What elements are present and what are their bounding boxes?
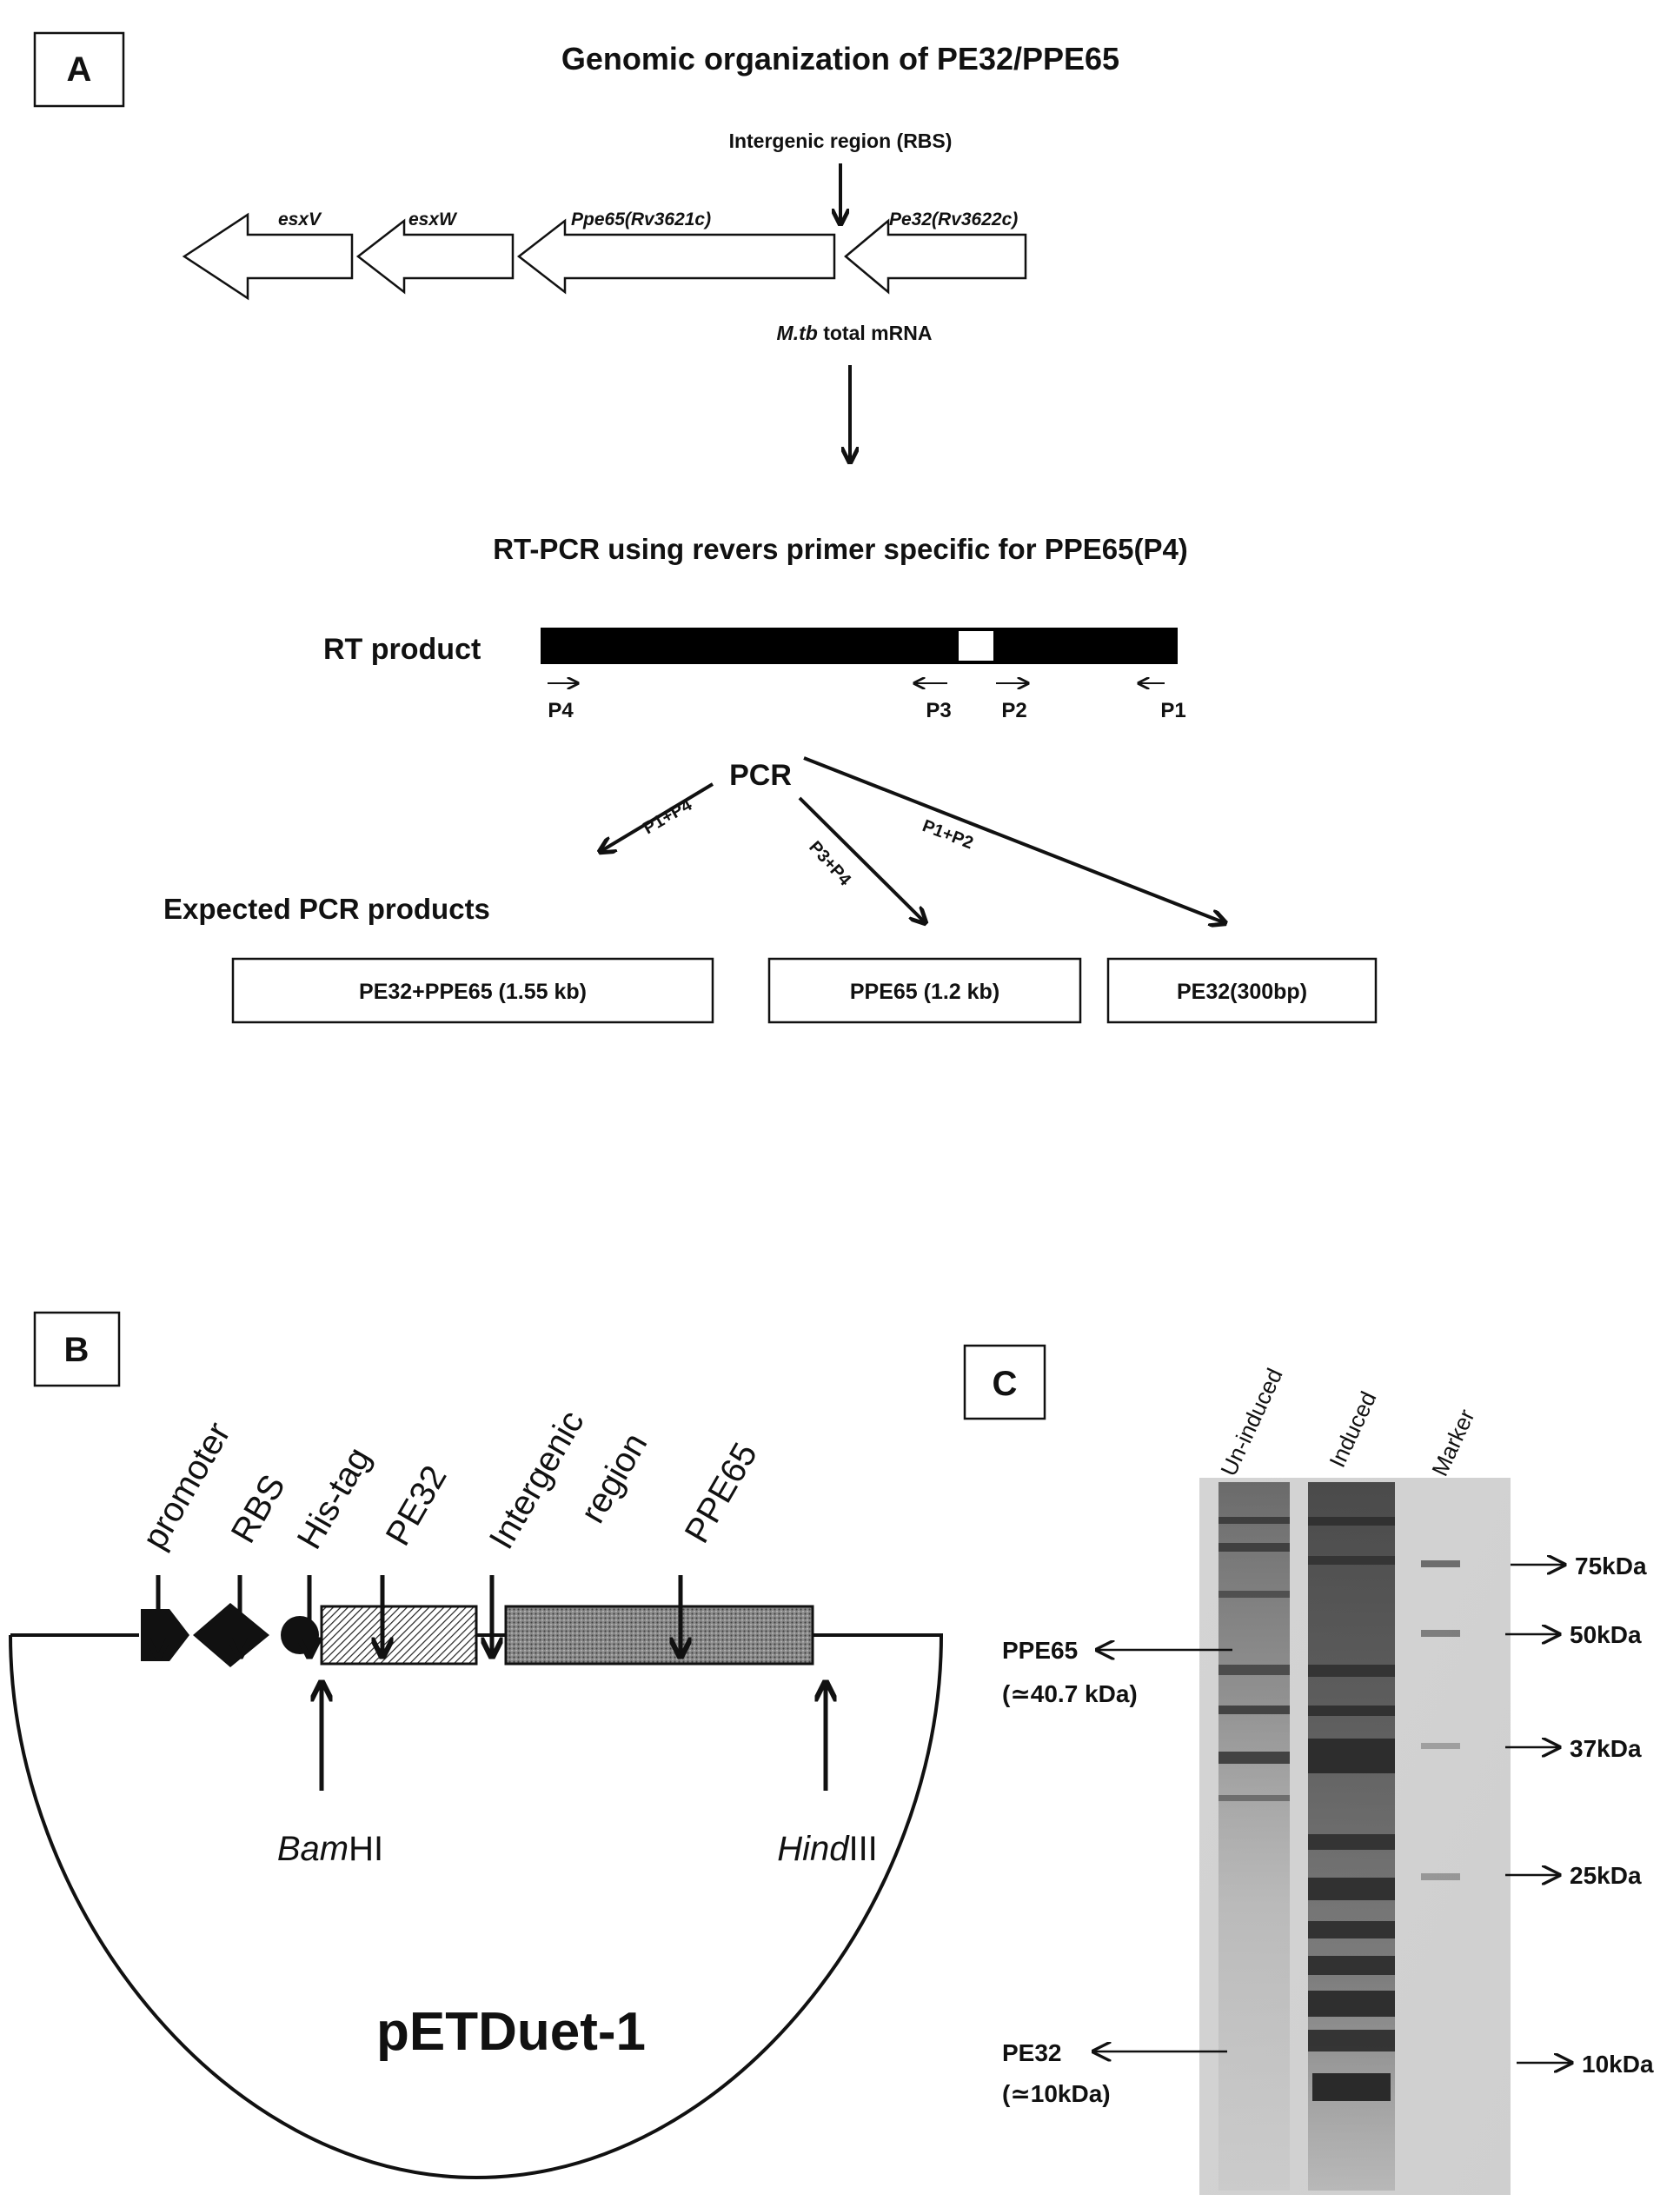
element-label-his-tag: His-tag [290, 1441, 378, 1556]
element-label-rbs: RBS [224, 1468, 293, 1549]
marker-label-10: 10kDa [1582, 2051, 1654, 2078]
rt-product-label: RT product [323, 633, 481, 666]
marker-label-37: 37kDa [1570, 1735, 1642, 1762]
pcr-arrow-pe32 [803, 756, 1225, 923]
rt-product-bar [541, 628, 1178, 664]
product-box-ppe65 [767, 957, 1082, 1024]
primer-label-p2: P2 [1001, 699, 1026, 722]
gene-label-esxw: esxW [408, 209, 458, 229]
element-label-intergenic: Intergenic [482, 1404, 592, 1555]
gene-label-esxv: esxV [278, 209, 322, 229]
plasmid-outline [9, 1633, 944, 2180]
panel-a: A Genomic organization of PE32/PPE65 Int… [33, 31, 1378, 1024]
panel-a-title: Genomic organization of PE32/PPE65 [561, 41, 1119, 76]
intergenic-region-label: Intergenic region (RBS) [729, 130, 953, 152]
product-box-pe32 [1106, 957, 1378, 1024]
pcr-label: PCR [729, 759, 792, 792]
primer-label-p4: P4 [548, 699, 574, 722]
panel-c-label-box [963, 1344, 1046, 1420]
product-label-ppe65: PPE65 (1.2 kb) [850, 980, 999, 1004]
marker-label-50: 50kDa [1570, 1621, 1642, 1648]
site-label-bamhi: BamHI [277, 1830, 383, 1868]
primer-label-p3: P3 [926, 699, 951, 722]
element-label-ppe65: PPE65 [678, 1437, 765, 1550]
promoter-shape [141, 1609, 189, 1661]
panel-b-label-box [33, 1311, 121, 1387]
product-label-combined: PE32+PPE65 (1.55 kb) [359, 980, 587, 1004]
marker-label-75: 75kDa [1575, 1553, 1647, 1579]
mtb-mrna-label: M.tb total mRNA [777, 322, 933, 344]
element-label-promoter: promoter [136, 1416, 238, 1556]
protein-label-pe32: PE32 [1002, 2039, 1062, 2066]
protein-label-ppe65: PPE65 [1002, 1637, 1078, 1664]
panel-c: C Un-induced Induced Marker [963, 1344, 1654, 2195]
panel-c-label: C [993, 1365, 1018, 1403]
pe32-box [320, 1605, 478, 1666]
site-label-hindiii: HindIII [777, 1830, 878, 1868]
element-label-pe32: PE32 [379, 1460, 455, 1553]
ppe65-box [504, 1605, 814, 1666]
protein-size-ppe65: (≃40.7 kDa) [1002, 1680, 1138, 1707]
pcr-arrow-ppe65 [798, 796, 926, 923]
panel-b-label: B [64, 1331, 90, 1369]
his-tag-circle [281, 1616, 319, 1654]
rbs-diamond [193, 1603, 269, 1667]
panel-a-label-box [33, 31, 125, 108]
gene-arrow-esxv [182, 212, 354, 301]
gel-lane-uninduced [1218, 1482, 1290, 2191]
product-label-pe32: PE32(300bp) [1177, 980, 1307, 1004]
product-box-combined [231, 957, 714, 1024]
gene-arrow-pe32 [844, 218, 1027, 295]
marker-label-25: 25kDa [1570, 1862, 1642, 1889]
rtpcr-title: RT-PCR using revers primer specific for … [493, 533, 1188, 565]
expected-products-label: Expected PCR products [163, 893, 490, 925]
gene-arrow-esxw [355, 218, 515, 295]
panel-b: B promoter RBS His-tag PE32 Intergenic r… [9, 1311, 944, 2180]
vector-name: pETDuet-1 [376, 2002, 646, 2062]
rt-product-gap [959, 631, 993, 661]
protein-size-pe32: (≃10kDa) [1002, 2080, 1111, 2107]
gene-arrow-ppe65 [516, 218, 836, 295]
lane-label-induced: Induced [1324, 1387, 1381, 1472]
gel-bands [1218, 1517, 1460, 2101]
panel-a-label: A [67, 50, 92, 89]
gene-label-ppe65: Ppe65(Rv3621c) [571, 209, 711, 229]
pcr-arrow-combined [600, 782, 714, 852]
lane-label-marker: Marker [1426, 1405, 1480, 1480]
gene-label-pe32: Pe32(Rv3622c) [889, 209, 1018, 229]
primer-label-p1: P1 [1160, 699, 1185, 722]
pair-label-p1p4: P1+P4 [641, 795, 696, 839]
element-label-region: region [574, 1426, 655, 1529]
lane-label-uninduced: Un-induced [1215, 1364, 1287, 1480]
